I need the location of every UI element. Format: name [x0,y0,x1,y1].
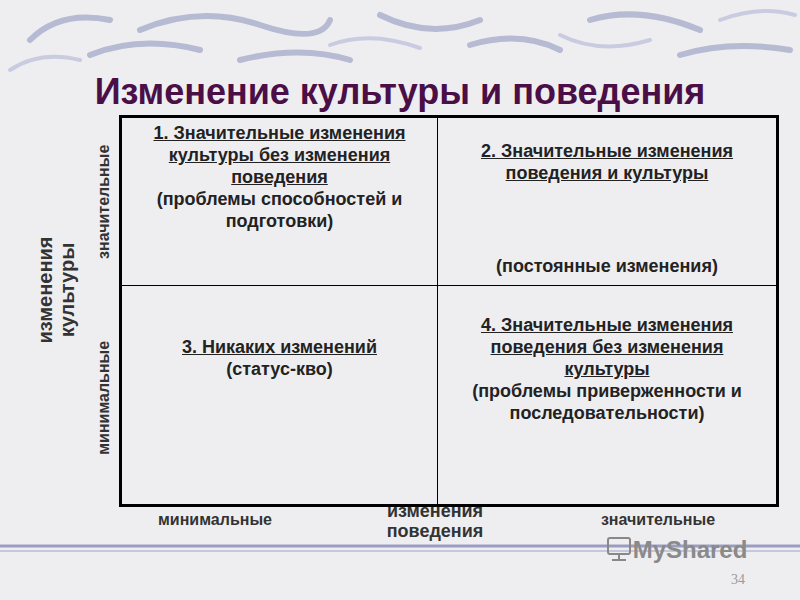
matrix-cell: 3. Никаких изменений(статус-кво) [121,285,438,505]
axis-tick: минимальные [95,318,113,478]
cell-note: (проблемы приверженности и последователь… [472,380,742,424]
cell-note: (статус-кво) [226,358,333,380]
slide-title: Изменение культуры и поведения [40,70,760,114]
cell-heading: 4. Значительные изменения поведения без … [472,314,742,380]
cell-heading: 2. Значительные изменения поведения и ку… [472,140,742,184]
cell-note: (постоянные изменения) [496,255,718,277]
watermark: MyShared [625,537,755,563]
matrix-frame [120,116,778,506]
matrix-cell: 4. Значительные изменения поведения без … [437,285,777,505]
swirl-ornament-light [10,11,795,70]
matrix-cell: 2. Значительные изменения поведения и ку… [437,117,777,286]
axis-tick: минимальные [115,511,315,529]
page-number: 34 [718,572,758,587]
watermark-icon [608,538,630,560]
swirl-ornament [30,14,790,60]
cell-note: (проблемы способностей и подготовки) [135,188,425,232]
axis-title: изменения культуры [34,220,78,360]
cell-heading: 1. Значительные изменения культуры без и… [135,122,425,188]
axis-tick: значительные [558,511,758,529]
matrix-cell: 1. Значительные изменения культуры без и… [121,117,438,286]
axis-tick: значительные [95,122,113,282]
axis-title: изменения поведения [365,502,505,542]
cell-heading: 3. Никаких изменений [182,336,377,358]
